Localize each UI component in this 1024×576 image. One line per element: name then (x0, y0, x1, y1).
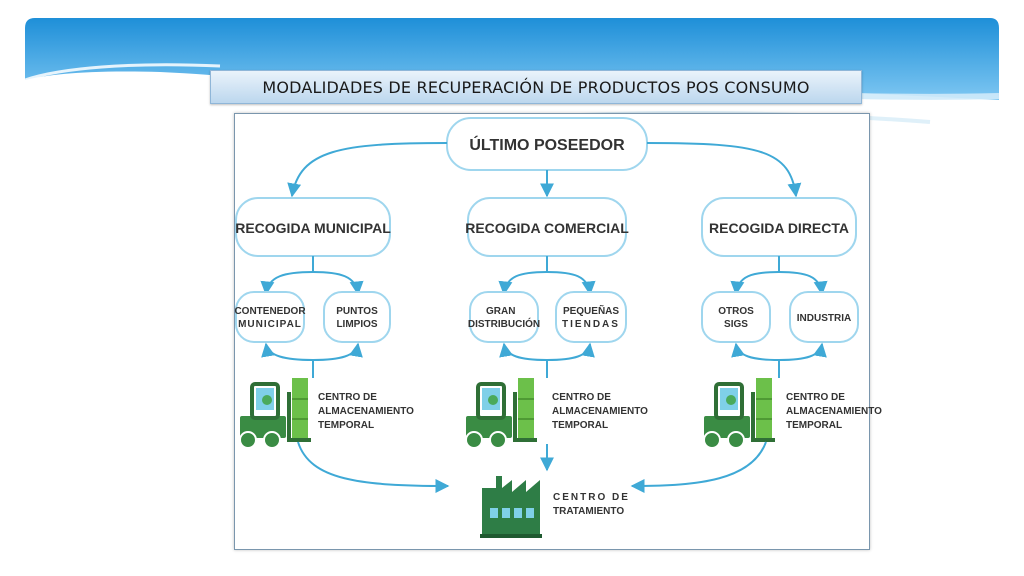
branch-municipal-label: RECOGIDA MUNICIPAL (235, 220, 391, 236)
arrow-municipal-treatment (297, 441, 450, 493)
svg-text:OTROS: OTROS (718, 306, 754, 317)
root-label: ÚLTIMO POSEEDOR (469, 135, 625, 154)
return-arrows-municipal (261, 342, 363, 378)
child-puntos-limpios: PUNTOS LIMPIOS (323, 291, 391, 343)
return-arrows-comercial (499, 342, 595, 378)
svg-text:MUNICIPAL: MUNICIPAL (238, 319, 302, 330)
child-otros-sigs: OTROS SIGS (701, 291, 771, 343)
root-node: ÚLTIMO POSEEDOR (446, 117, 648, 171)
svg-text:GRAN: GRAN (486, 306, 515, 317)
svg-text:CONTENEDOR: CONTENEDOR (234, 306, 306, 317)
branch-municipal: RECOGIDA MUNICIPAL (235, 197, 391, 257)
arrow-root-municipal (287, 142, 448, 198)
storage-label-comercial: CENTRO DE ALMACENAMIENTO TEMPORAL (552, 392, 648, 431)
branch-comercial: RECOGIDA COMERCIAL (465, 197, 629, 257)
child-gran-distribucion: GRAN DISTRIBUCIÓN (468, 291, 540, 343)
branch-directa: RECOGIDA DIRECTA (701, 197, 857, 257)
svg-text:INDUSTRIA: INDUSTRIA (797, 313, 851, 324)
child-industria: INDUSTRIA (789, 291, 859, 343)
forklift-icon (703, 378, 775, 449)
child-contenedor-municipal: CONTENEDOR MUNICIPAL (234, 291, 306, 343)
svg-text:ALMACENAMIENTO: ALMACENAMIENTO (552, 406, 648, 417)
svg-text:ALMACENAMIENTO: ALMACENAMIENTO (318, 406, 414, 417)
svg-text:TIENDAS: TIENDAS (562, 319, 620, 330)
connectors-comercial (498, 256, 596, 296)
factory-icon (480, 476, 542, 538)
svg-text:TEMPORAL: TEMPORAL (552, 420, 608, 431)
child-pequenas-tiendas: PEQUEÑAS TIENDAS (555, 291, 627, 343)
svg-text:DISTRIBUCIÓN: DISTRIBUCIÓN (468, 317, 540, 330)
svg-text:LIMPIOS: LIMPIOS (336, 319, 377, 330)
return-arrows-directa (731, 342, 827, 378)
arrow-directa-treatment (630, 441, 767, 493)
slide-title: MODALIDADES DE RECUPERACIÓN DE PRODUCTOS… (210, 70, 862, 104)
connectors-municipal (260, 256, 364, 296)
svg-text:SIGS: SIGS (724, 319, 748, 330)
svg-text:CENTRO DE: CENTRO DE (786, 392, 845, 403)
svg-text:CENTRO DE: CENTRO DE (318, 392, 377, 403)
svg-text:TEMPORAL: TEMPORAL (318, 420, 374, 431)
forklift-icon (465, 378, 537, 449)
svg-text:TEMPORAL: TEMPORAL (786, 420, 842, 431)
branch-comercial-label: RECOGIDA COMERCIAL (465, 220, 629, 236)
arrow-root-directa (646, 142, 802, 198)
forklift-icon (239, 378, 311, 449)
connectors-directa (730, 256, 828, 296)
svg-text:ALMACENAMIENTO: ALMACENAMIENTO (786, 406, 882, 417)
branch-directa-label: RECOGIDA DIRECTA (709, 220, 849, 236)
treatment-label: CENTRO DE TRATAMIENTO (553, 492, 630, 517)
svg-text:PEQUEÑAS: PEQUEÑAS (563, 304, 619, 317)
svg-text:CENTRO DE: CENTRO DE (553, 492, 630, 503)
storage-label-municipal: CENTRO DE ALMACENAMIENTO TEMPORAL (318, 392, 414, 431)
storage-label-directa: CENTRO DE ALMACENAMIENTO TEMPORAL (786, 392, 882, 431)
svg-text:TRATAMIENTO: TRATAMIENTO (553, 506, 624, 517)
svg-text:PUNTOS: PUNTOS (336, 306, 378, 317)
svg-text:CENTRO DE: CENTRO DE (552, 392, 611, 403)
